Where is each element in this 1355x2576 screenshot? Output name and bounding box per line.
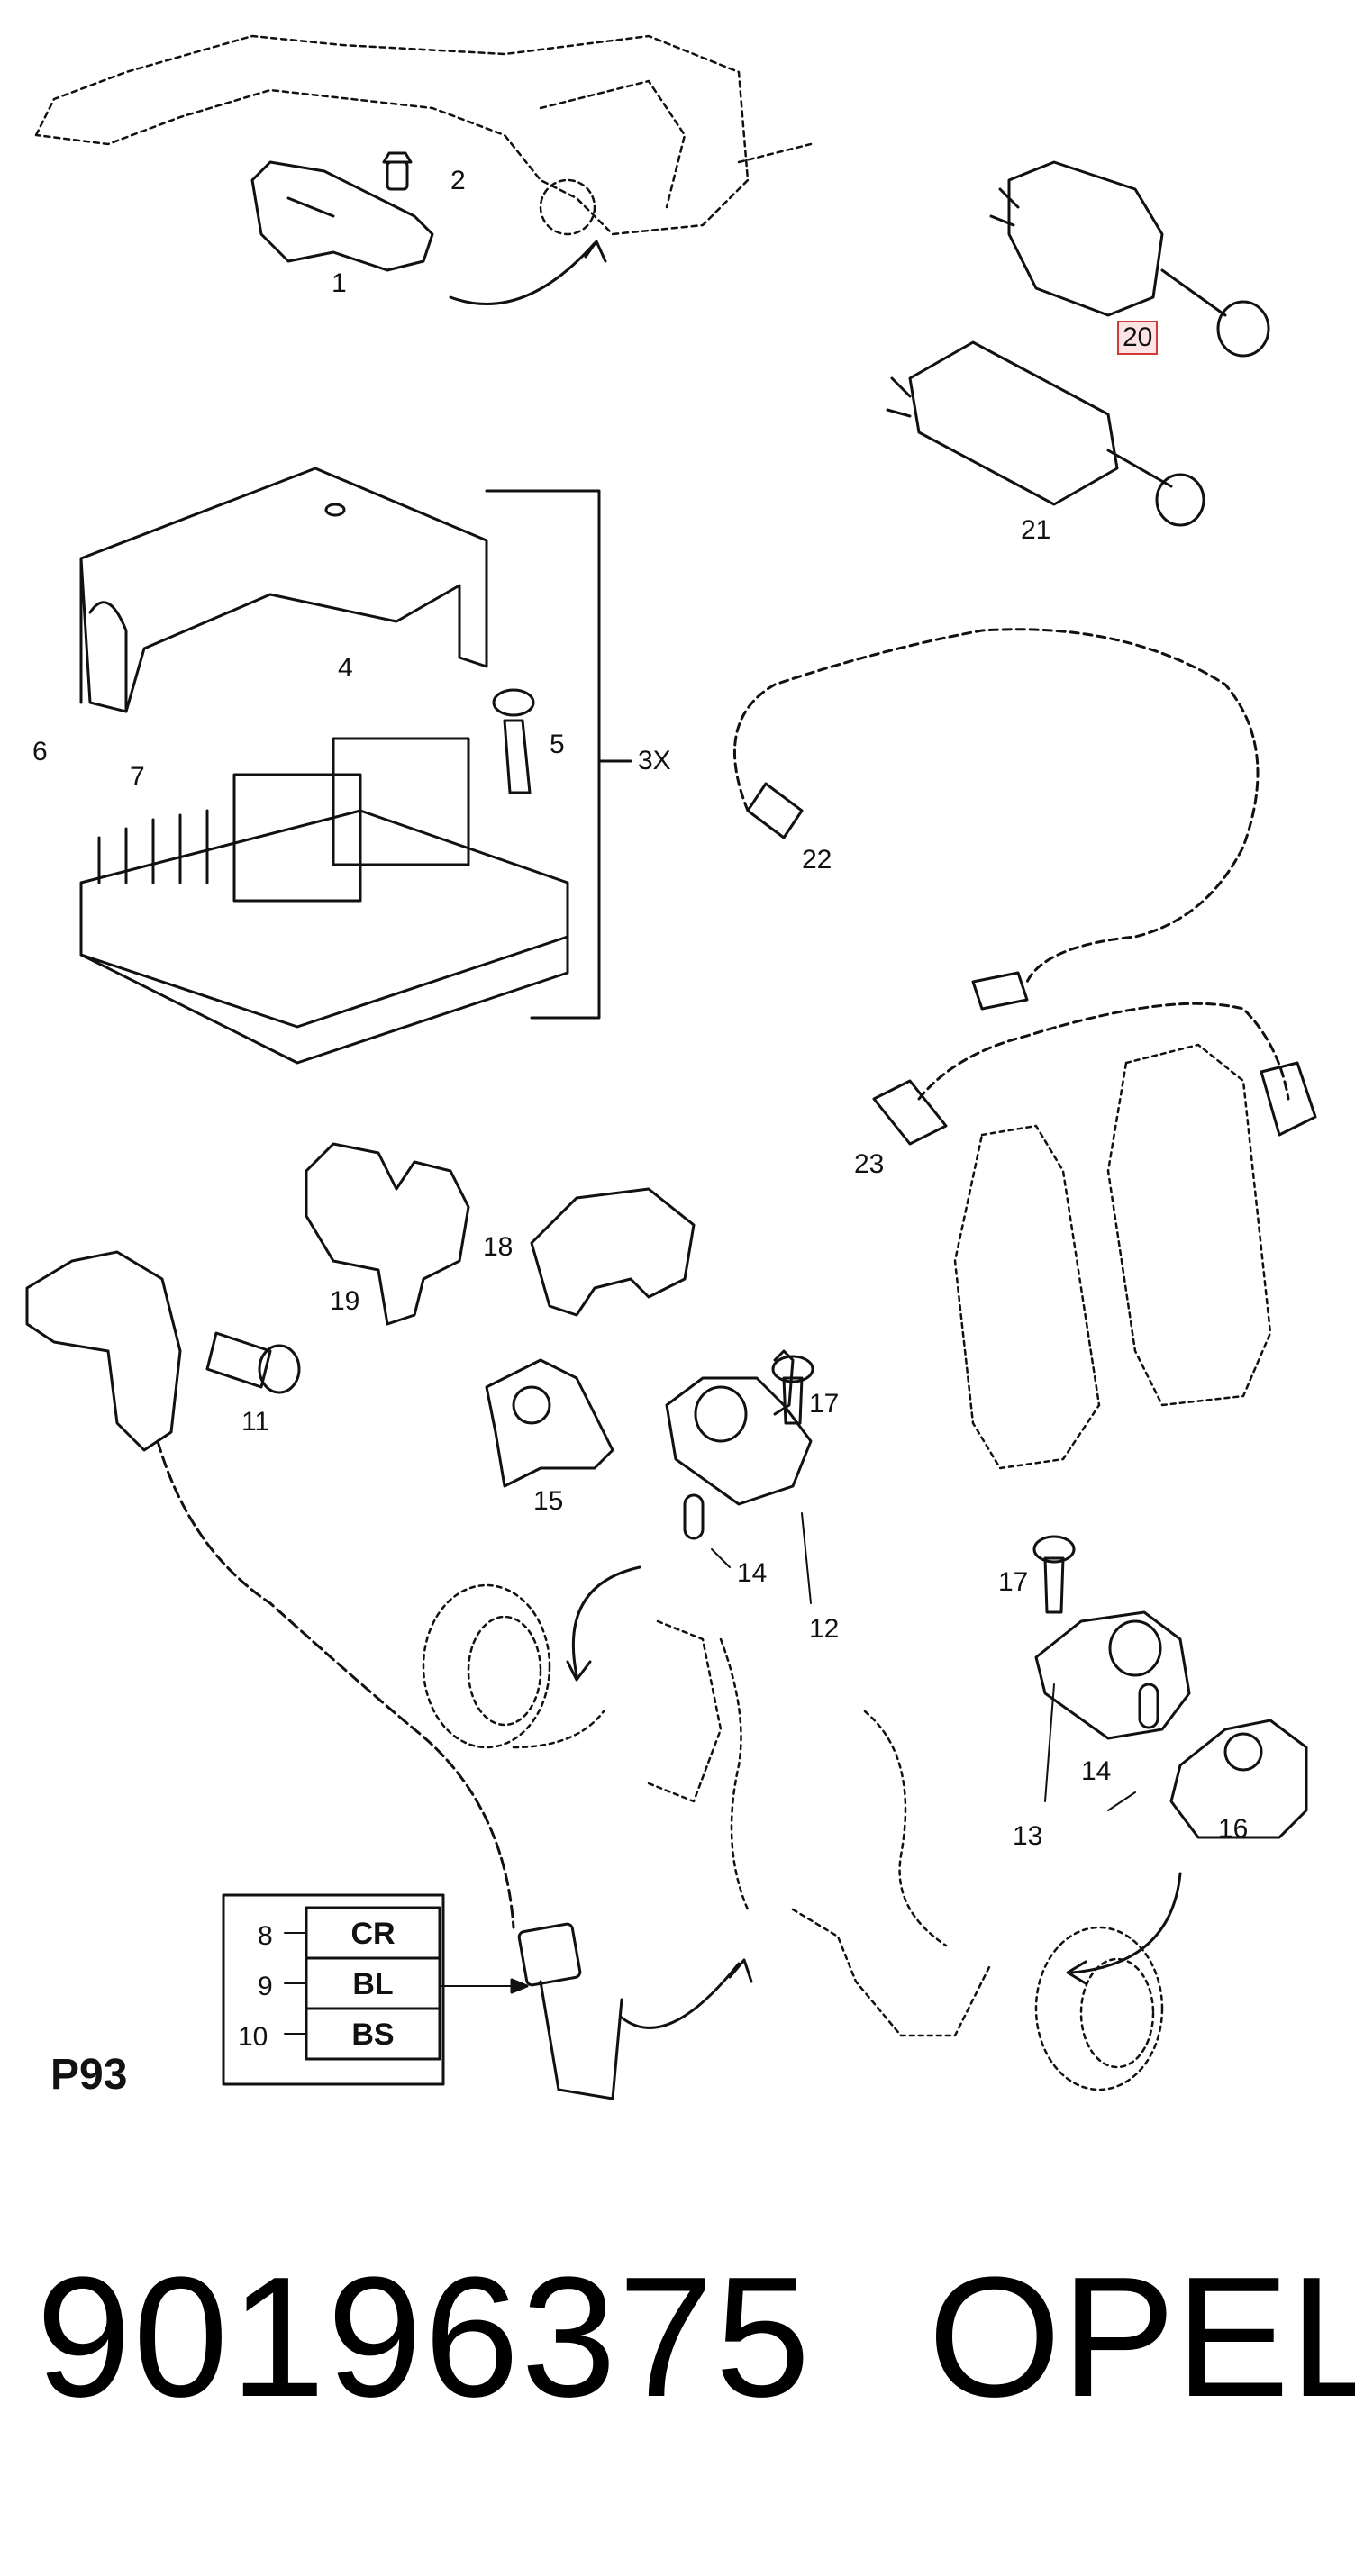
part-13-sensor-bracket — [1034, 1610, 1191, 1740]
callout-1: 1 — [332, 268, 347, 298]
part-number: 90196375 — [36, 2242, 813, 2433]
leader-lines-right — [1044, 1683, 1136, 1811]
part-2-screw — [382, 151, 413, 191]
callout-3x: 3X — [638, 746, 671, 776]
callout-21: 21 — [1021, 515, 1051, 545]
callout-2: 2 — [450, 166, 466, 195]
callout-18: 18 — [483, 1232, 514, 1262]
part-17-screw-right — [1032, 1535, 1076, 1614]
handbrake-lever — [34, 34, 813, 236]
exploded-parts-diagram — [25, 34, 1317, 2100]
callout-20-highlighted: 20 — [1117, 321, 1159, 355]
callout-23: 23 — [854, 1149, 885, 1179]
callout-13: 13 — [1013, 1821, 1043, 1851]
connector-pin-10: 10 — [238, 2022, 268, 2052]
connector-table-frame — [222, 1893, 529, 2086]
part-20-brake-light-switch — [989, 160, 1270, 358]
callout-17-right: 17 — [998, 1567, 1029, 1597]
connector-pin-8: 8 — [258, 1921, 273, 1951]
connector-code-bs: BS — [351, 2018, 395, 2052]
callout-15: 15 — [533, 1486, 564, 1516]
callout-19: 19 — [330, 1286, 360, 1316]
callout-12: 12 — [809, 1614, 840, 1644]
brand-name: OPEL — [928, 2242, 1355, 2433]
callout-6: 6 — [32, 737, 48, 766]
callout-22: 22 — [802, 845, 832, 875]
arrow-to-sensor-right — [1066, 1872, 1182, 1985]
callout-4: 4 — [338, 653, 353, 683]
callout-17-left: 17 — [809, 1389, 840, 1419]
part-15-sensor-bracket — [485, 1358, 614, 1488]
arrow-to-sensor-left — [566, 1565, 641, 1682]
connector-code-cr: CR — [350, 1917, 396, 1951]
brake-disc-right — [791, 1710, 1164, 2091]
callout-11: 11 — [241, 1407, 270, 1437]
callout-7: 7 — [130, 762, 145, 792]
callout-5: 5 — [550, 730, 565, 759]
part-23-wear-sensor-cable — [872, 1002, 1317, 1146]
part-19-clip — [305, 1142, 470, 1326]
brake-disc-left — [422, 1583, 750, 1911]
callout-14-left: 14 — [737, 1558, 768, 1588]
callout-16: 16 — [1218, 1814, 1249, 1844]
connector-code-bl: BL — [352, 1967, 394, 2001]
leader-lines — [711, 1512, 812, 1604]
abs-control-unit-assembly — [79, 467, 632, 1065]
part-16-sensor-bracket — [1169, 1719, 1308, 1839]
connector-pin-9: 9 — [258, 1972, 273, 2001]
wheel-speed-sensor — [25, 1250, 753, 2100]
part-18-clip — [530, 1187, 696, 1317]
part-17-screw-left — [771, 1355, 814, 1425]
part-22-wear-sensor-cable — [732, 628, 1260, 1011]
section-label: P93 — [50, 2051, 128, 2099]
part-21-brake-light-switch — [886, 340, 1205, 527]
part-1-handbrake-switch — [250, 160, 607, 305]
brake-pads — [953, 1043, 1272, 1470]
part-11-bolt — [205, 1331, 301, 1394]
callout-14-right: 14 — [1081, 1756, 1112, 1786]
